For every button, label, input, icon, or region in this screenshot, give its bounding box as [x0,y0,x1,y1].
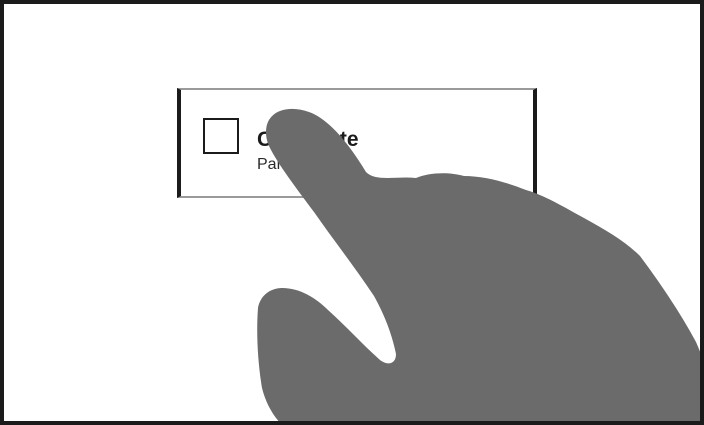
candidate-checkbox[interactable] [203,118,239,154]
candidate-option[interactable]: Candidate Party [177,88,537,198]
candidate-name: Candidate [257,128,359,152]
party-name: Party [257,156,294,174]
pointing-hand-icon [4,4,704,425]
